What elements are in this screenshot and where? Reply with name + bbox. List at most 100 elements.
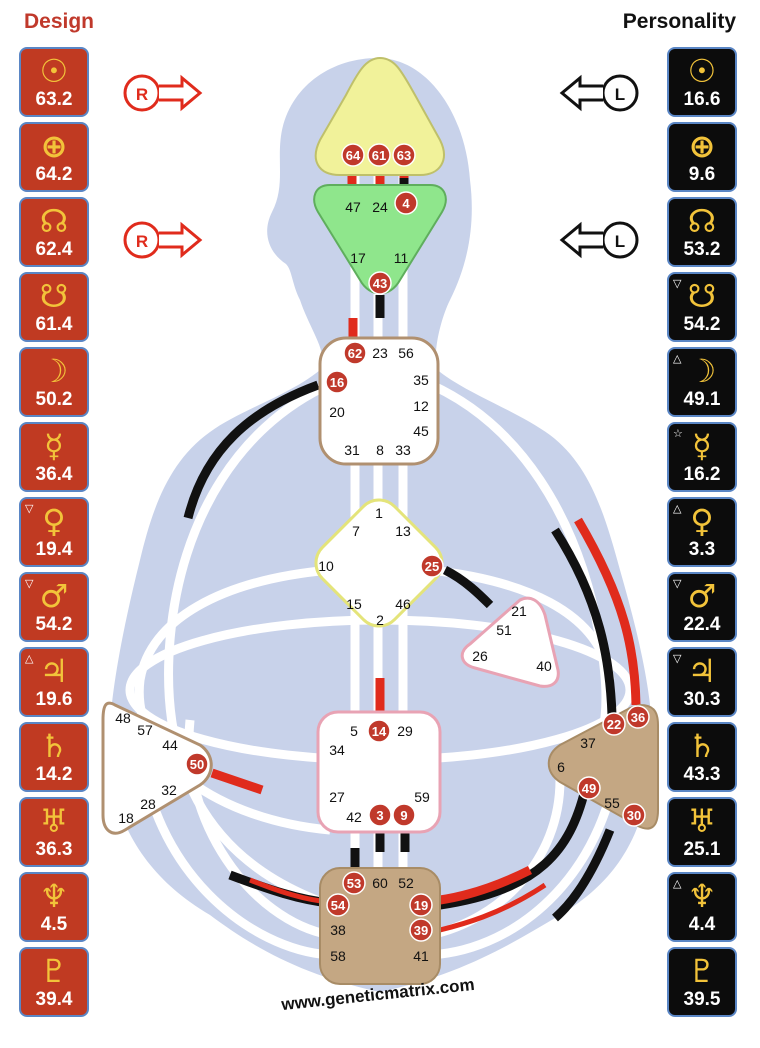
gate-7: 7 [352, 523, 360, 539]
design-planet-venus: ▽♀19.4 [19, 497, 89, 567]
planet-value: 62.4 [35, 239, 73, 260]
gate-63: 63 [397, 148, 411, 163]
active-gate-marker [394, 191, 418, 215]
personality-bottom-arrow-label: L [615, 232, 625, 251]
gate-37: 37 [580, 735, 596, 751]
planet-value: 54.2 [35, 614, 73, 635]
gate-19: 19 [414, 898, 428, 913]
gate-30: 30 [627, 808, 641, 823]
gate-28: 28 [140, 796, 156, 812]
gate-44: 44 [162, 737, 178, 753]
pers-planet-moon: △☽49.1 [667, 347, 737, 417]
planet-value: 36.4 [35, 464, 73, 485]
saturn-icon: ♄ [687, 727, 717, 765]
design-planet-south-node: ☋61.4 [19, 272, 89, 342]
design-planet-north-node: ☊62.4 [19, 197, 89, 267]
design-planet-earth: ⊕64.2 [19, 122, 89, 192]
gate-6: 6 [557, 759, 565, 775]
pers-planet-uranus: ♅25.1 [667, 797, 737, 867]
pers-planet-jupiter: ▽♃30.3 [667, 647, 737, 717]
gate-23: 23 [372, 345, 388, 361]
gate-41: 41 [413, 948, 429, 964]
gate-21: 21 [511, 603, 527, 619]
gate-51: 51 [496, 622, 512, 638]
earth-icon: ⊕ [688, 127, 716, 165]
planet-value: 36.3 [35, 839, 73, 860]
planet-value: 61.4 [35, 314, 73, 335]
active-gate-marker [409, 893, 433, 917]
active-gate-marker [367, 719, 391, 743]
pers-planet-mercury: ☆☿16.2 [667, 422, 737, 492]
gate-8: 8 [376, 442, 384, 458]
neptune-icon: ♆ [39, 877, 69, 915]
planet-value: 16.2 [683, 464, 721, 485]
planet-marker: ▽ [673, 577, 682, 590]
design-planet-jupiter: △ ♃19.6 [19, 647, 89, 717]
mercury-icon: ☿ [44, 427, 64, 465]
venus-icon: ♀ [690, 502, 714, 540]
design-planet-sun: ☉63.2 [19, 47, 89, 117]
design-planet-saturn: ♄14.2 [19, 722, 89, 792]
planet-marker: ☆ [673, 427, 683, 440]
planet-value: 19.6 [35, 689, 73, 710]
design-planet-mars: ▽♂54.2 [19, 572, 89, 642]
active-gate-marker [602, 712, 626, 736]
planet-value: 50.2 [35, 389, 73, 410]
gate-54: 54 [331, 898, 346, 913]
jupiter-icon: ♃ [39, 652, 69, 690]
gate-36: 36 [631, 710, 645, 725]
gate-50: 50 [190, 757, 204, 772]
active-gate-marker [392, 803, 416, 827]
planet-value: 19.4 [35, 539, 73, 560]
active-gate-marker [342, 871, 366, 895]
active-gate-marker [420, 554, 444, 578]
gate-32: 32 [161, 782, 177, 798]
pers-planet-north-node: ☊53.2 [667, 197, 737, 267]
pers-planet-neptune: △♆4.4 [667, 872, 737, 942]
planet-value: 16.6 [683, 89, 721, 110]
gate-4: 4 [402, 196, 410, 211]
personality-bottom-arrow: L [559, 221, 639, 259]
planet-value: 63.2 [35, 89, 73, 110]
personality-column-title: Personality [622, 10, 736, 33]
planet-marker: ▽ [25, 577, 34, 590]
gate-47: 47 [345, 199, 361, 215]
planet-value: 25.1 [683, 839, 721, 860]
gate-14: 14 [372, 724, 387, 739]
planet-value: 54.2 [683, 314, 721, 335]
gate-48: 48 [115, 710, 131, 726]
planet-value: 4.5 [40, 914, 68, 935]
gate-43: 43 [373, 276, 387, 291]
gate-29: 29 [397, 723, 413, 739]
root-centre [319, 867, 441, 985]
active-gate-marker [343, 341, 367, 365]
pers-planet-venus: △♀3.3 [667, 497, 737, 567]
gate-40: 40 [536, 658, 552, 674]
gate-53: 53 [347, 876, 361, 891]
gate-52: 52 [398, 875, 414, 891]
gate-5: 5 [350, 723, 358, 739]
gate-11: 11 [394, 250, 409, 266]
design-planet-moon: ☽50.2 [19, 347, 89, 417]
south-node-icon: ☋ [687, 277, 717, 315]
design-planet-neptune: ♆4.5 [19, 872, 89, 942]
gate-22: 22 [607, 717, 621, 732]
active-gate-marker [622, 803, 646, 827]
gate-20: 20 [329, 404, 345, 420]
planet-marker: △ [25, 652, 34, 665]
saturn-icon: ♄ [39, 727, 69, 765]
active-gate-marker [626, 705, 650, 729]
heart-centre [460, 596, 560, 688]
solar-plexus-centre [547, 703, 659, 830]
gate-12: 12 [413, 398, 429, 414]
gate-18: 18 [118, 810, 134, 826]
planet-value: 4.4 [688, 914, 716, 935]
neptune-icon: ♆ [687, 877, 717, 915]
active-gate-marker [368, 803, 392, 827]
planet-value: 14.2 [35, 764, 73, 785]
active-channels [183, 165, 641, 933]
personality-top-arrow-label: L [615, 85, 625, 104]
gate-10: 10 [318, 558, 334, 574]
gate-60: 60 [372, 875, 388, 891]
